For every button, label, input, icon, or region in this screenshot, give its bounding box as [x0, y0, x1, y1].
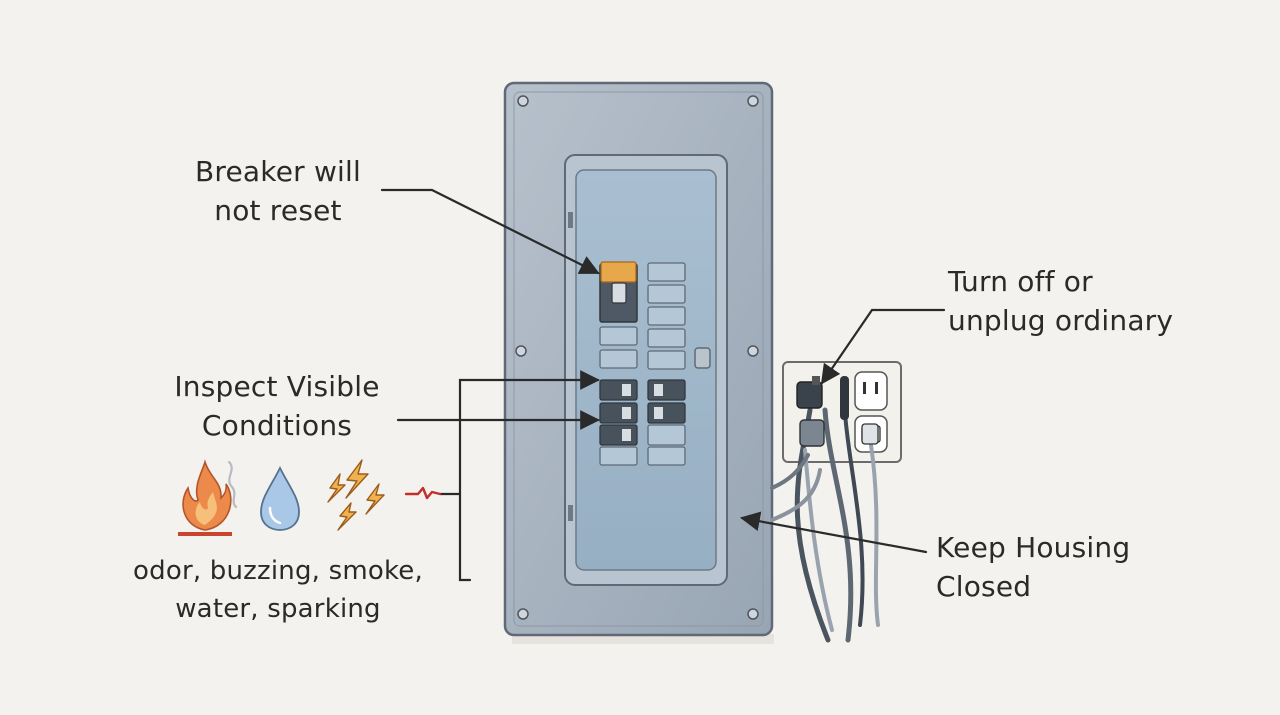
- label-line: Closed: [936, 570, 1032, 603]
- arrow-housing: [740, 511, 928, 554]
- label-line: Conditions: [201, 409, 353, 442]
- panel-screws: [515, 95, 759, 620]
- label-line: water, sparking: [175, 594, 381, 624]
- fire-smoke-icon: [178, 459, 238, 536]
- door-latch: [694, 347, 711, 369]
- tripped-breaker: [599, 261, 638, 323]
- label-turn-off-or-unplug: Turn off or unplug ordinary: [948, 262, 1173, 340]
- spark-short-icon: [404, 486, 442, 500]
- power-cords: [770, 398, 880, 643]
- label-line: Keep Housing: [936, 531, 1131, 564]
- breaker-column-right: [647, 262, 686, 466]
- label-breaker-will-not-reset: Breaker will not reset: [182, 152, 374, 230]
- plugs: [796, 376, 879, 447]
- label-line: Inspect Visible: [174, 370, 380, 403]
- arrow-breaker: [380, 188, 600, 275]
- breaker-panel: [503, 81, 774, 637]
- label-line: Turn off or: [948, 265, 1093, 298]
- active-breakers-right: [647, 379, 686, 446]
- label-line: not reset: [214, 194, 342, 227]
- label-line: odor, buzzing, smoke,: [133, 556, 423, 586]
- breaker-column-left: [599, 326, 638, 466]
- arrow-unplug: [820, 308, 946, 385]
- label-line: Breaker will: [195, 155, 361, 188]
- label-condition-list: odor, buzzing, smoke, water, sparking: [112, 552, 444, 628]
- annotation-arrows: [380, 188, 946, 582]
- label-keep-housing-closed: Keep Housing Closed: [936, 528, 1130, 606]
- active-breakers-left: [599, 379, 638, 446]
- sparking-icon: [327, 459, 385, 531]
- arrow-inspect-top: [458, 370, 600, 582]
- label-inspect-visible-conditions: Inspect Visible Conditions: [152, 367, 402, 445]
- water-drop-icon: [260, 465, 300, 531]
- label-line: unplug ordinary: [948, 304, 1174, 337]
